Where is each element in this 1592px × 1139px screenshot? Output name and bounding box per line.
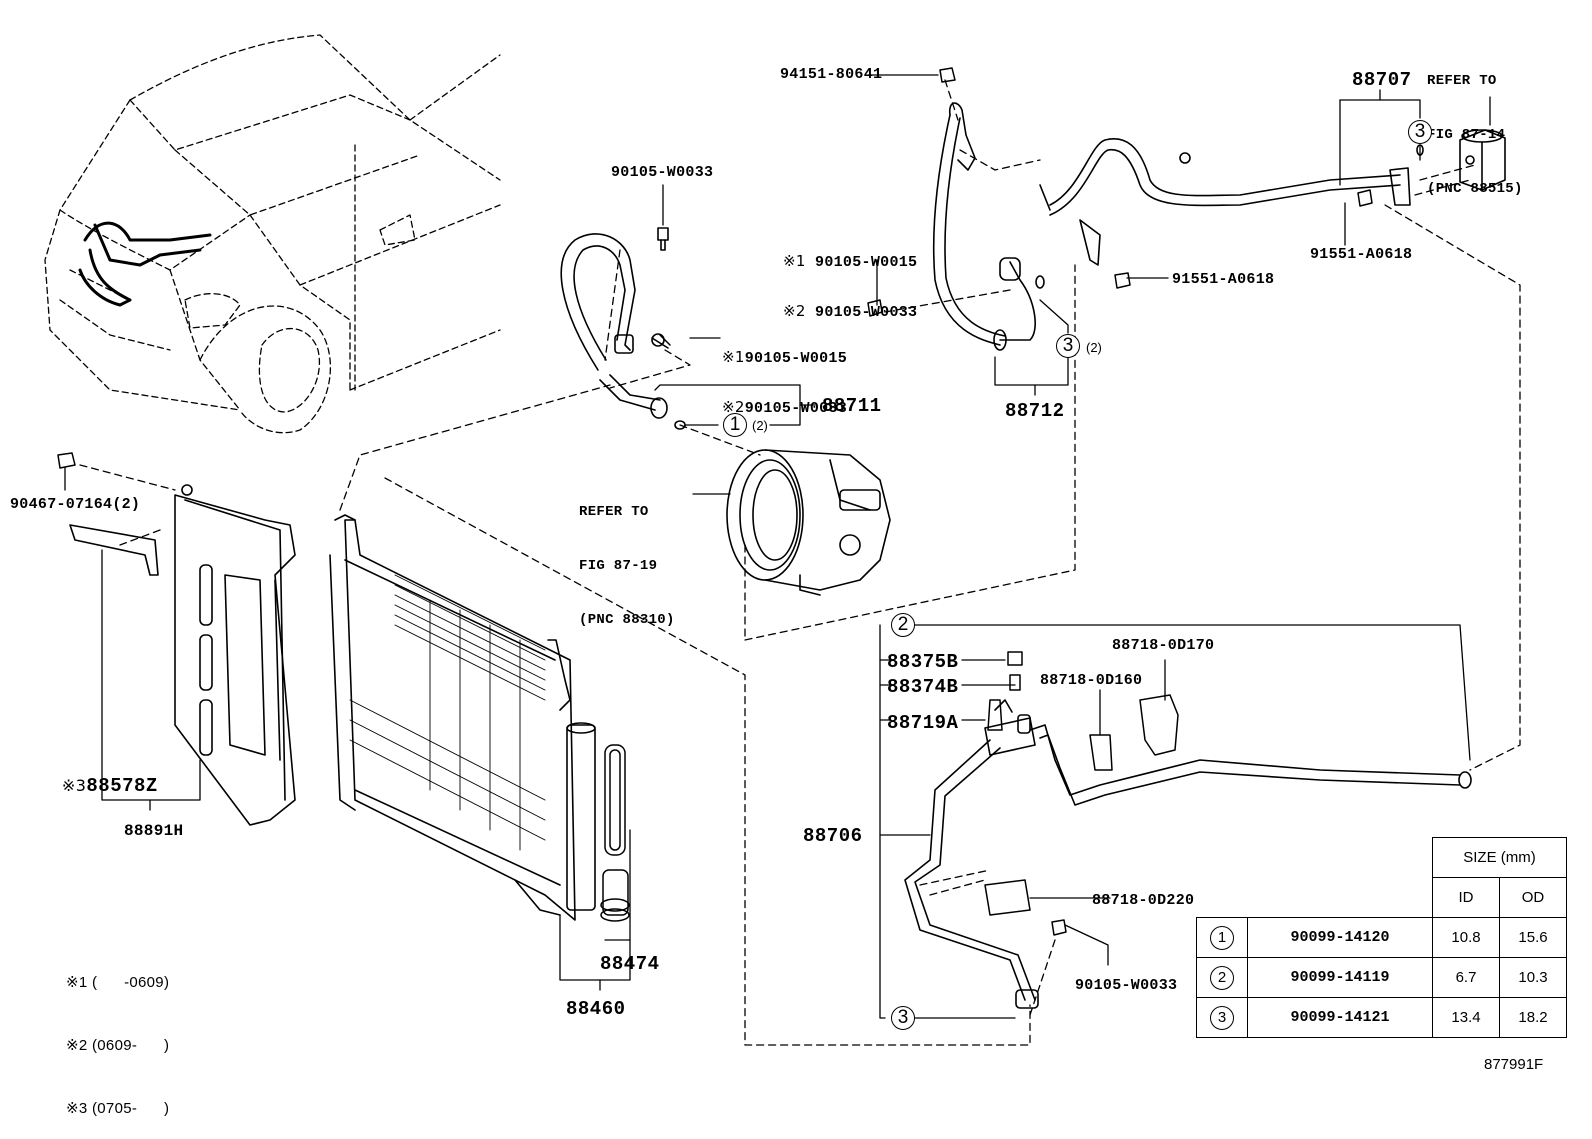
label-bolt-mid[interactable]: ※190105-W0015 ※290105-W0033 (722, 320, 847, 431)
label-88474[interactable]: 88474 (600, 953, 660, 975)
label-88375b[interactable]: 88375B (887, 651, 959, 673)
label-88706[interactable]: 88706 (803, 825, 863, 847)
parts-diagram-drawing (44, 34, 1521, 1046)
label-88374b[interactable]: 88374B (887, 676, 959, 698)
oring-size-table: SIZE (mm) ID OD 1 90099-14120 10.8 15.6 … (1196, 837, 1567, 1038)
fasteners (57, 67, 1373, 936)
label-90467-07164[interactable]: 90467-07164(2) (10, 496, 141, 513)
bolt-mid-pn2: 90105-W0033 (744, 400, 848, 417)
bolt-mid-pn1: 90105-W0015 (744, 350, 848, 367)
date-note: ※1 ( -0609) (66, 974, 170, 991)
hose-88711 (560, 227, 686, 430)
tube-88706 (904, 699, 1472, 1009)
figure-id: 877991F (1484, 1056, 1544, 1073)
tube-88707 (1039, 138, 1424, 266)
part-number-cell[interactable]: 90099-14119 (1247, 957, 1433, 998)
oring-ref-3-bottom[interactable]: 3 (891, 1006, 915, 1030)
ref-circle: 1 (1210, 925, 1234, 950)
label-88707[interactable]: 88707 (1352, 69, 1412, 91)
date-note: ※3 (0705- ) (66, 1100, 170, 1117)
part-number-cell[interactable]: 90099-14120 (1247, 917, 1433, 958)
col-od-header: OD (1499, 877, 1567, 918)
clamps-and-sensors (984, 651, 1179, 916)
label-90105-w0033-bottom[interactable]: 90105-W0033 (1075, 977, 1178, 994)
od-cell: 18.2 (1499, 997, 1567, 1038)
od-cell: 15.6 (1499, 917, 1567, 958)
oring-ref-1-qty: (2) (752, 418, 768, 433)
label-bolt-upper[interactable]: ※1 90105-W0015 ※2 90105-W0033 (783, 224, 917, 335)
size-header: SIZE (mm) (1432, 837, 1567, 878)
refer-line-2: FIG 87-19 (579, 558, 658, 574)
note-mark-1: ※1 (722, 348, 745, 366)
id-cell: 6.7 (1432, 957, 1500, 998)
label-91551-a0618-right[interactable]: 91551-A0618 (1310, 246, 1413, 263)
part-number: 88578Z (86, 775, 158, 797)
fan-shroud-88891h (69, 484, 296, 826)
oring-ref-3-mid-qty: (2) (1086, 340, 1102, 355)
id-cell: 10.8 (1432, 917, 1500, 958)
table-row: 2 90099-14119 6.7 10.3 (1196, 957, 1567, 998)
label-88718-0d160[interactable]: 88718-0D160 (1040, 672, 1143, 689)
refer-line-3: (PNC 88310) (579, 612, 675, 628)
note-mark-1: ※1 (783, 252, 806, 270)
oring-ref-2[interactable]: 2 (891, 613, 915, 637)
date-note: ※2 (0609- ) (66, 1037, 170, 1054)
refer-compressor[interactable]: REFER TO FIG 87-19 (PNC 88310) (579, 467, 675, 647)
date-notes: ※1 ( -0609) ※2 (0609- ) ※3 (0705- ) (66, 933, 169, 1139)
oring-ref-3-top[interactable]: 3 (1408, 120, 1432, 144)
note-mark-2: ※2 (783, 302, 806, 320)
refer-line-1: REFER TO (579, 504, 649, 520)
label-88718-0d170[interactable]: 88718-0D170 (1112, 637, 1215, 654)
label-94151-80641[interactable]: 94151-80641 (780, 66, 883, 83)
label-88718-0d220[interactable]: 88718-0D220 (1092, 892, 1195, 909)
od-cell: 10.3 (1499, 957, 1567, 998)
refer-expansion-valve[interactable]: REFER TO FIG 87-14 (PNC 88515) (1427, 36, 1523, 216)
vehicle-outline (44, 34, 501, 434)
label-88719a[interactable]: 88719A (887, 712, 959, 734)
col-id-header: ID (1432, 877, 1500, 918)
label-88578z[interactable]: ※388578Z (38, 758, 158, 796)
oring-ref-3-mid[interactable]: 3 (1056, 334, 1080, 358)
note-mark-3: ※3 (61, 776, 87, 795)
bolt-upper-pn2: 90105-W0033 (815, 304, 918, 321)
label-90105-w0033-top[interactable]: 90105-W0033 (611, 164, 714, 181)
ref-circle: 2 (1210, 965, 1234, 990)
label-88460[interactable]: 88460 (566, 998, 626, 1020)
table-row: 3 90099-14121 13.4 18.2 (1196, 997, 1567, 1038)
engine-bay-hoses (78, 221, 212, 307)
expansion-valve (1459, 129, 1506, 191)
oring-ref-1[interactable]: 1 (723, 413, 747, 437)
compressor (726, 449, 891, 596)
ref-circle: 3 (1210, 1005, 1234, 1030)
hose-88712 (932, 102, 1045, 351)
label-88711[interactable]: 88711 (822, 395, 882, 417)
receiver-dryer-88474 (600, 744, 630, 922)
table-row: 1 90099-14120 10.8 15.6 (1196, 917, 1567, 958)
assembly-dashed-lines (79, 79, 1521, 1046)
label-91551-a0618-center[interactable]: 91551-A0618 (1172, 271, 1275, 288)
note-mark-2: ※2 (722, 398, 745, 416)
refer-line-2: FIG 87-14 (1427, 127, 1506, 143)
id-cell: 13.4 (1432, 997, 1500, 1038)
part-number-cell[interactable]: 90099-14121 (1247, 997, 1433, 1038)
leader-lines (64, 74, 1491, 1019)
refer-line-1: REFER TO (1427, 73, 1497, 89)
label-88891h[interactable]: 88891H (124, 822, 184, 840)
label-88712[interactable]: 88712 (1005, 400, 1065, 422)
condenser-88460 (329, 514, 596, 921)
refer-line-3: (PNC 88515) (1427, 181, 1523, 197)
bolt-upper-pn1: 90105-W0015 (815, 254, 918, 271)
